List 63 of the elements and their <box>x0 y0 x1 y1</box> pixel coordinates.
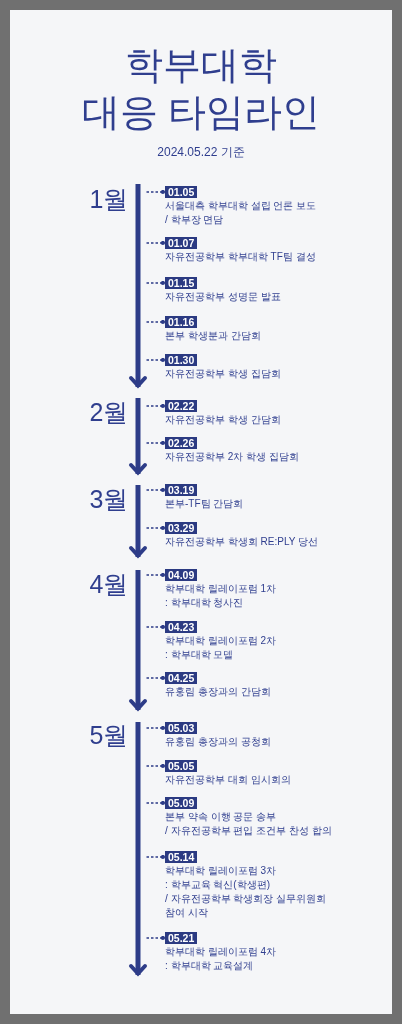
date-badge: 03.29 <box>165 522 198 534</box>
dotted-connector <box>145 763 166 769</box>
event-description: 자유전공학부 학부대학 TF팀 결성 <box>165 249 316 264</box>
dotted-connector <box>145 624 166 630</box>
month-label: 3월 <box>89 484 129 514</box>
event-description: 학부대학 릴레이포럼 4차 : 학부대학 교육설계 <box>165 944 277 973</box>
timeline-bar <box>128 184 147 389</box>
timeline-bar <box>128 485 147 559</box>
dotted-connector <box>145 240 166 246</box>
timeline-bar <box>128 722 147 977</box>
event-description: 자유전공학부 2차 학생 집담회 <box>165 449 299 464</box>
dotted-connector <box>145 675 166 681</box>
dotted-connector <box>145 403 166 409</box>
month-label: 2월 <box>89 397 129 427</box>
event-description: 학부대학 릴레이포럼 3차 : 학부교육 혁신(학생편) / 자유전공학부 학생회장 실무위원회 참여 시작 <box>165 863 327 920</box>
date-badge: 02.22 <box>165 400 198 412</box>
date-badge: 02.26 <box>165 437 198 449</box>
subtitle: 2024.05.22 기준 <box>157 144 245 160</box>
date-badge: 01.05 <box>165 186 198 198</box>
dotted-connector <box>145 487 166 493</box>
date-badge: 05.03 <box>165 722 198 734</box>
month-label: 5월 <box>89 720 129 750</box>
dotted-connector <box>145 440 166 446</box>
month-label: 1월 <box>89 184 129 214</box>
event-description: 학부대학 릴레이포럼 1차 : 학부대학 청사진 <box>165 581 277 610</box>
date-badge: 05.09 <box>165 797 198 809</box>
date-badge: 05.14 <box>165 851 198 863</box>
date-badge: 04.23 <box>165 621 198 633</box>
event-description: 자유전공학부 학생 간담회 <box>165 412 281 427</box>
date-badge: 01.16 <box>165 316 198 328</box>
dotted-connector <box>145 189 166 195</box>
title: 학부대학 대응 타임라인 <box>81 43 321 135</box>
date-badge: 01.30 <box>165 354 198 366</box>
dotted-connector <box>145 572 166 578</box>
event-description: 자유전공학부 대회 임시회의 <box>165 772 291 787</box>
event-description: 본부 학생분과 간담회 <box>165 328 261 343</box>
dotted-connector <box>145 935 166 941</box>
event-description: 자유전공학부 학생회 RE:PLY 당선 <box>165 534 318 549</box>
event-description: 학부대학 릴레이포럼 2차 : 학부대학 모델 <box>165 633 277 662</box>
event-description: 서울대측 학부대학 설립 언론 보도 / 학부장 면담 <box>165 198 317 227</box>
timeline-bar <box>128 398 147 476</box>
date-badge: 01.15 <box>165 277 198 289</box>
event-description: 본부 약속 이행 공문 송부 / 자유전공학부 편입 조건부 찬성 합의 <box>165 809 332 838</box>
month-label: 4월 <box>89 569 129 599</box>
event-description: 유홍림 총장과의 공청회 <box>165 734 271 749</box>
date-badge: 04.09 <box>165 569 198 581</box>
dotted-connector <box>145 800 166 806</box>
date-badge: 01.07 <box>165 237 198 249</box>
dotted-connector <box>145 280 166 286</box>
event-description: 본부-TF팀 간담회 <box>165 496 244 511</box>
date-badge: 05.05 <box>165 760 198 772</box>
timeline-bar <box>128 570 147 712</box>
dotted-connector <box>145 357 166 363</box>
event-description: 자유전공학부 학생 집담회 <box>165 366 281 381</box>
event-description: 자유전공학부 성명문 발표 <box>165 289 281 304</box>
dotted-connector <box>145 725 166 731</box>
dotted-connector <box>145 854 166 860</box>
date-badge: 04.25 <box>165 672 198 684</box>
dotted-connector <box>145 525 166 531</box>
event-description: 유홍림 총장과의 간담회 <box>165 684 271 699</box>
dotted-connector <box>145 319 166 325</box>
date-badge: 05.21 <box>165 932 198 944</box>
date-badge: 03.19 <box>165 484 198 496</box>
